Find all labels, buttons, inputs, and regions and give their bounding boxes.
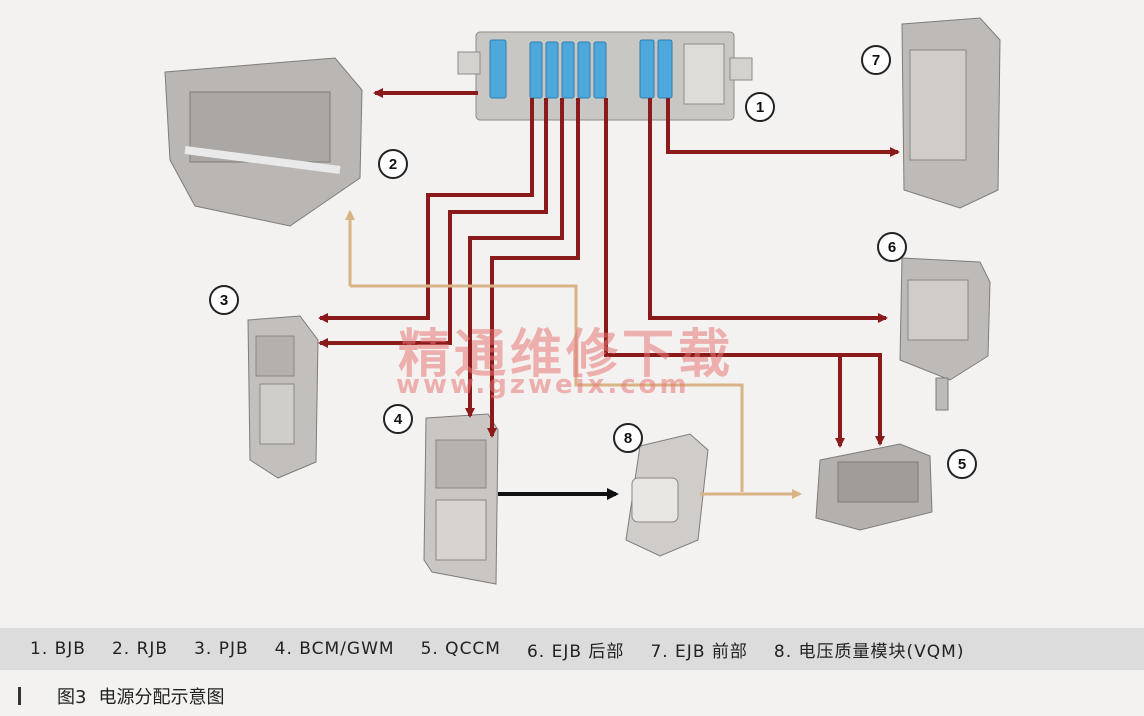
svg-text:3: 3: [220, 292, 228, 309]
svg-text:4: 4: [394, 411, 403, 428]
callout-8: 8: [613, 423, 643, 453]
ejb-front-module: [901, 17, 1001, 209]
ground-lines: [345, 210, 802, 499]
qccm-module: [815, 443, 933, 531]
callout-6: 6: [877, 232, 907, 262]
callout-7: 7: [861, 45, 891, 75]
vqm-module: [625, 433, 709, 557]
watermark-url: www.gzweix.com: [396, 370, 690, 400]
bcm-gwm-module: [423, 413, 499, 585]
power-lines: [318, 88, 900, 448]
caption-marker: [18, 687, 21, 705]
svg-text:8: 8: [624, 430, 632, 447]
caption-title: 电源分配示意图: [98, 687, 225, 708]
legend-item-bjb: 1. BJB: [30, 639, 86, 659]
svg-text:1: 1: [756, 99, 764, 116]
figure-caption: 图3 电源分配示意图: [18, 682, 224, 710]
ejb-rear-module: [899, 257, 991, 411]
legend-item-qccm: 5. QCCM: [420, 639, 501, 659]
legend-item-pjb: 3. PJB: [194, 639, 249, 659]
callout-1: 1: [745, 92, 775, 122]
svg-text:5: 5: [958, 456, 966, 473]
caption-figure-number: 图3: [57, 687, 87, 708]
svg-text:6: 6: [888, 239, 896, 256]
legend-item-ejb-rear: 6. EJB 后部: [526, 641, 625, 662]
svg-text:7: 7: [872, 52, 880, 69]
callout-2: 2: [378, 149, 408, 179]
power-distribution-diagram: 1 2 3 4 5 6 7 8: [164, 17, 1001, 585]
rjb-module: [164, 57, 363, 227]
legend-bar: 1. BJB 2. RJB 3. PJB 4. BCM/GWM 5. QCCM …: [0, 628, 1144, 670]
legend-item-rjb: 2. RJB: [111, 639, 169, 659]
legend-item-ejb-front: 7. EJB 前部: [650, 641, 748, 662]
bjb-fuses: [489, 39, 673, 99]
svg-text:2: 2: [389, 156, 397, 173]
callout-5: 5: [947, 449, 977, 479]
pjb-module: [247, 315, 319, 479]
callout-4: 4: [383, 404, 413, 434]
legend-item-vqm: 8. 电压质量模块(VQM): [773, 641, 965, 662]
bjb-module: [457, 31, 753, 121]
watermark-title: 精通维修下载: [398, 324, 735, 385]
callout-3: 3: [209, 285, 239, 315]
legend-item-bcm-gwm: 4. BCM/GWM: [274, 639, 395, 659]
